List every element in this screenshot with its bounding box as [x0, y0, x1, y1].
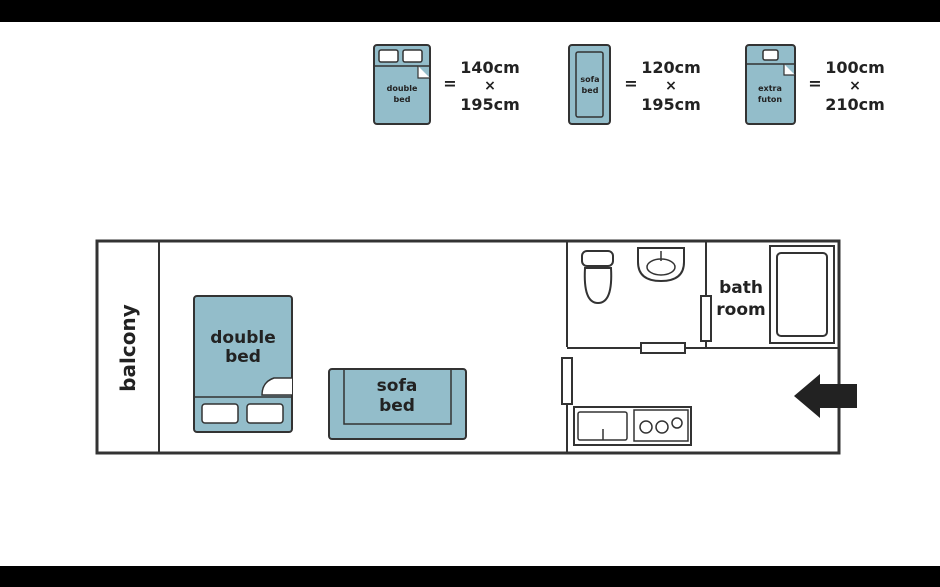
- legend-width: 140cm: [460, 58, 520, 77]
- legend-double-bed: double bed = 140cm × 195cm: [373, 44, 520, 125]
- sofa-bed-icon: [568, 44, 611, 125]
- floorplan-svg: double bed = 140cm × 195cm sofa bed = 12…: [95, 44, 885, 455]
- legend-label-line-2: bed: [582, 86, 599, 95]
- legend-extra-futon: extra futon = 100cm × 210cm: [745, 44, 885, 125]
- legend-width: 100cm: [825, 58, 885, 77]
- sofa-bed-label-line-2: bed: [379, 396, 415, 416]
- sink-icon: [637, 247, 685, 283]
- legend-times: ×: [484, 78, 496, 94]
- extra-futon-icon: [745, 44, 796, 125]
- legend-label-line-1: double: [387, 84, 418, 93]
- legend-times: ×: [849, 78, 861, 94]
- double-bed-icon: [193, 295, 293, 433]
- legend-length: 210cm: [825, 95, 885, 114]
- sofa-bed-label-line-1: sofa: [377, 376, 418, 396]
- toilet-door: [640, 342, 686, 354]
- pillow-icon: [201, 403, 239, 424]
- balcony-label: balcony: [116, 304, 140, 392]
- double-bed-label-line-1: double: [210, 328, 275, 348]
- bathroom-label-line-1: bath: [719, 278, 763, 298]
- double-bed-icon: [373, 44, 431, 125]
- bathtub-icon: [769, 245, 835, 344]
- legend-times: ×: [665, 78, 677, 94]
- entrance-arrow-icon: [794, 374, 857, 418]
- sofa-bed: sofa bed: [328, 368, 467, 440]
- legend-sofa-bed: sofa bed = 120cm × 195cm: [568, 44, 701, 125]
- entrance-door: [561, 357, 573, 405]
- double-bed-label-line-2: bed: [225, 347, 261, 367]
- legend-width: 120cm: [641, 58, 701, 77]
- legend-label-line-1: extra: [758, 84, 782, 93]
- toilet-icon: [581, 250, 614, 305]
- legend-length: 195cm: [641, 95, 701, 114]
- pillow-icon: [246, 403, 284, 424]
- bathroom-label-line-2: room: [716, 300, 765, 320]
- bath-door: [700, 295, 712, 342]
- legend-equals: =: [443, 74, 456, 93]
- double-bed: double bed: [193, 295, 293, 433]
- legend-label-line-2: bed: [394, 95, 411, 104]
- legend-label-line-2: futon: [758, 95, 782, 104]
- legend-length: 195cm: [460, 95, 520, 114]
- floorplan-canvas: double bed = 140cm × 195cm sofa bed = 12…: [0, 22, 940, 566]
- legend-equals: =: [808, 74, 821, 93]
- legend-equals: =: [624, 74, 637, 93]
- kitchen-counter: [573, 406, 692, 446]
- legend-label-line-1: sofa: [580, 75, 599, 84]
